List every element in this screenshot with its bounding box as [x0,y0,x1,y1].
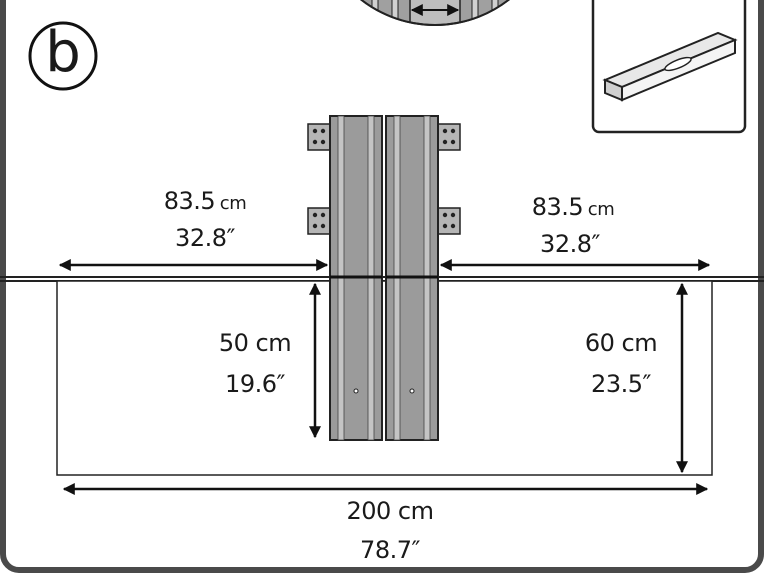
outer-height-inches: 23.5″ [591,370,651,398]
right-width-unit: cm [587,199,615,220]
bracket-right-bottom [437,207,461,235]
left-width-unit: cm [219,193,247,214]
spirit-level-icon [591,0,747,134]
left-width-inches: 32.8″ [175,224,235,252]
inner-height-cm: 50 cm [218,329,292,357]
right-width-value: 83.5 [531,193,584,221]
left-width-value: 83.5 [163,187,216,215]
right-width-inches: 32.8″ [540,230,600,258]
gap-detail-icon [359,0,511,26]
bracket-right-top [437,123,461,151]
cutout-area [56,280,713,476]
rail-left [329,115,383,441]
left-width-label: 83.5 cm [150,189,260,213]
inner-height-inches: 19.6″ [225,370,285,398]
total-width-cm: 200 cm [346,497,434,525]
right-width-label: 83.5 cm [518,195,628,219]
step-badge-circle [28,21,98,91]
step-letter: b [45,20,81,85]
total-width-inches: 78.7″ [360,536,420,564]
bracket-left-bottom [307,207,331,235]
bracket-left-top [307,123,331,151]
rail-right [385,115,439,441]
outer-height-cm: 60 cm [584,329,658,357]
